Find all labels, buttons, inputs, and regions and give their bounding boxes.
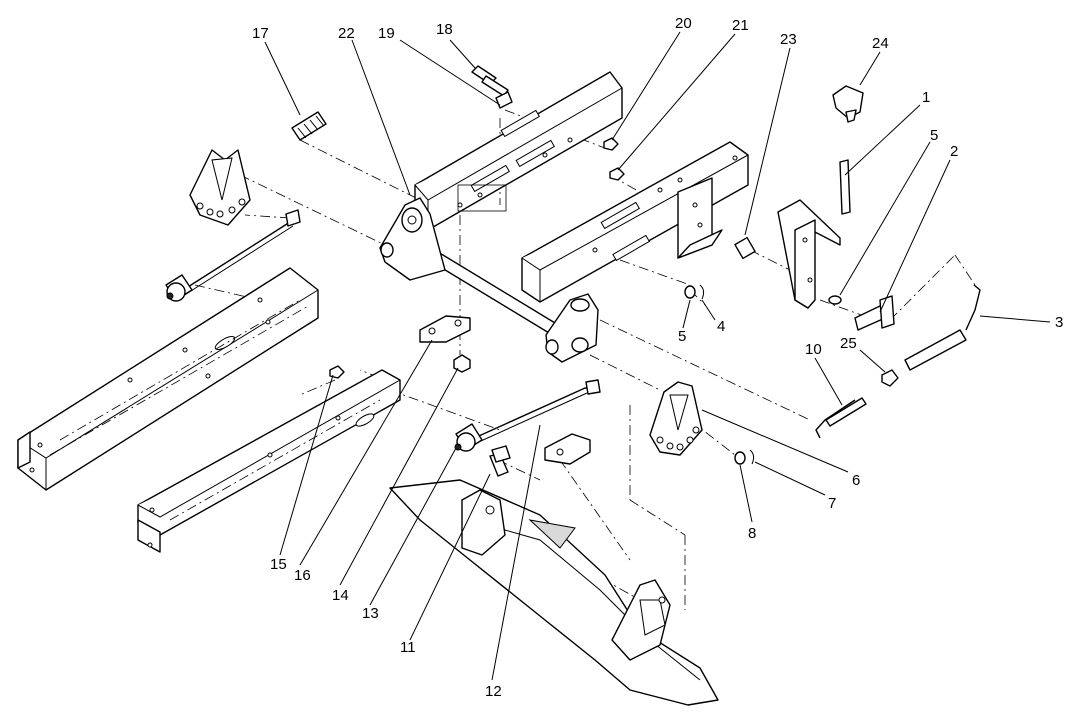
right-channel xyxy=(521,141,749,303)
callout-24: 24 xyxy=(872,35,889,52)
callout-22: 22 xyxy=(338,25,355,42)
callout-11: 11 xyxy=(400,639,416,656)
callout-12: 12 xyxy=(485,683,502,700)
right-rod-assembly xyxy=(815,284,981,439)
callout-19: 19 xyxy=(378,25,395,42)
left-lower-side-rail xyxy=(137,369,401,553)
callout-20: 20 xyxy=(675,15,692,32)
callout-4: 4 xyxy=(717,318,725,335)
callout-10: 10 xyxy=(805,341,822,358)
callout-23: 23 xyxy=(780,31,797,48)
callout-25: 25 xyxy=(840,335,857,352)
callout-5b: 5 xyxy=(678,328,686,345)
center-adjust-rod xyxy=(454,379,601,477)
callout-16: 16 xyxy=(294,567,311,584)
shift-lever xyxy=(734,85,895,331)
callout-6: 6 xyxy=(852,472,860,489)
callout-17: 17 xyxy=(252,25,269,42)
callout-8: 8 xyxy=(748,525,756,542)
cross-shaft xyxy=(379,197,599,363)
callout-21: 21 xyxy=(732,17,749,34)
left-height-plate xyxy=(189,149,251,226)
callout-13: 13 xyxy=(362,605,379,622)
callout-15: 15 xyxy=(270,556,287,573)
callout-5a: 5 xyxy=(930,127,938,144)
callout-1: 1 xyxy=(922,89,930,106)
callout-7: 7 xyxy=(828,495,836,512)
left-upper-side-rail xyxy=(17,267,319,491)
washer-and-pin xyxy=(684,284,705,300)
callout-3: 3 xyxy=(1055,314,1063,331)
callout-14: 14 xyxy=(332,587,349,604)
spring xyxy=(291,111,327,141)
callout-2: 2 xyxy=(950,143,958,160)
bolts-top xyxy=(471,65,513,109)
callout-labels: 1 2 3 4 5 5 6 7 8 10 11 12 13 14 15 16 1… xyxy=(252,15,1063,700)
top-channel xyxy=(414,71,623,231)
lower-lift-arm xyxy=(389,479,719,706)
callout-18: 18 xyxy=(436,21,453,38)
left-adjust-rod xyxy=(165,209,301,302)
small-hardware-center xyxy=(329,137,625,379)
leader-lines xyxy=(264,31,1051,681)
right-height-plate xyxy=(649,381,755,465)
